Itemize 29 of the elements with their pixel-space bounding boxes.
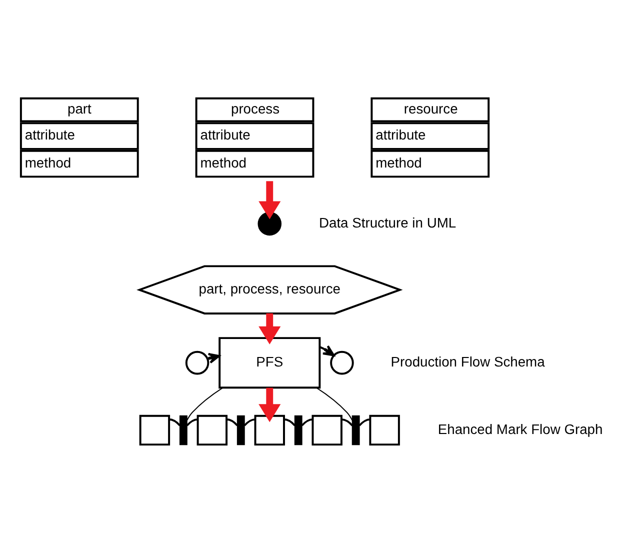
connector — [186, 418, 198, 426]
arrow — [320, 344, 335, 356]
connector — [316, 386, 353, 420]
connector — [226, 418, 238, 426]
arrow — [258, 312, 281, 344]
node-circle — [258, 211, 282, 236]
node-box — [369, 414, 400, 446]
node-bar — [236, 414, 245, 445]
arrow — [258, 180, 281, 219]
node-circle — [330, 350, 354, 374]
node-box — [139, 414, 170, 446]
node-bar — [352, 414, 360, 445]
connector — [186, 386, 224, 420]
node-box — [312, 414, 342, 446]
label: Production Flow Schema — [390, 352, 545, 369]
connector — [284, 418, 296, 426]
connector — [342, 418, 354, 426]
label: Data Structure in UML — [318, 214, 456, 230]
node-bar — [179, 414, 188, 445]
connector — [244, 418, 256, 426]
connector — [301, 418, 313, 426]
label: Ehanced Mark Flow Graph — [438, 420, 603, 436]
node-bar — [294, 414, 302, 445]
arrow — [258, 387, 281, 422]
node-box: PFS — [218, 336, 321, 388]
node-box — [196, 414, 228, 446]
node-box — [254, 414, 285, 446]
connector — [168, 418, 181, 426]
connector — [358, 418, 370, 426]
